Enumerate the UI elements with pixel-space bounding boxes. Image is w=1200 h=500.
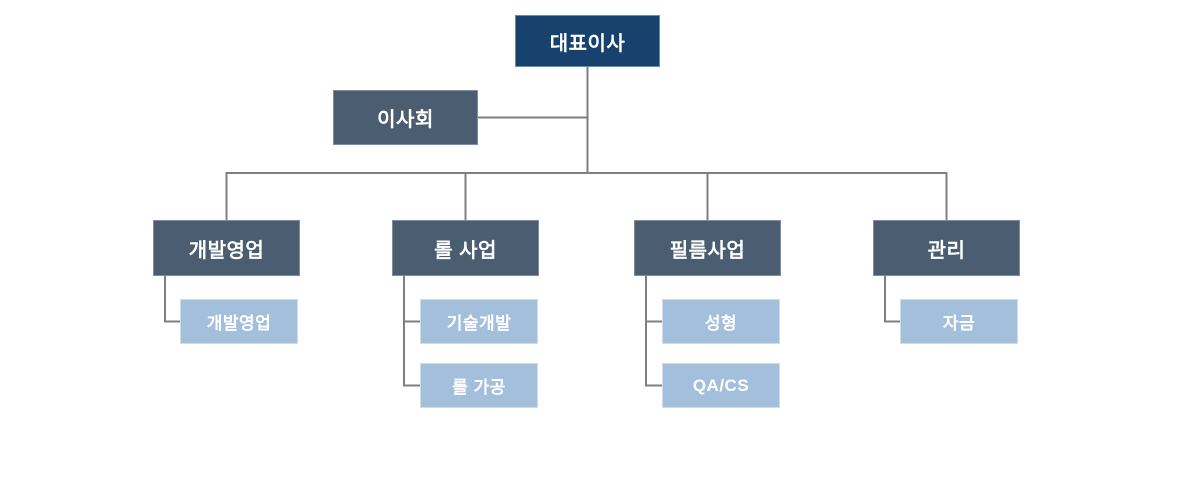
node-label: 자금 [942, 314, 976, 333]
node-label: 성형 [704, 314, 738, 333]
elbow-line-admin [884, 276, 900, 323]
node-label: 필름사업 [669, 239, 746, 262]
org-node-dept-dev-sales: 개발영업 [153, 220, 300, 276]
org-node-board: 이사회 [333, 90, 478, 145]
org-node-dept-film-business: 필름사업 [634, 220, 781, 276]
org-node-dept-roll-business: 롤 사업 [392, 220, 539, 276]
org-node-team-qa-cs: QA/CS [662, 363, 780, 408]
org-node-team-roll-processing: 롤 가공 [420, 363, 538, 408]
node-label: 이사회 [377, 109, 434, 131]
node-label: 기술개발 [446, 314, 512, 333]
node-label: 대표이사 [549, 32, 626, 55]
node-label: 롤 가공 [452, 378, 506, 397]
node-label: QA/CS [692, 375, 750, 395]
org-node-team-tech-dev: 기술개발 [420, 299, 538, 344]
node-label: 개발영업 [206, 314, 272, 333]
org-node-team-molding: 성형 [662, 299, 780, 344]
node-label: 롤 사업 [434, 239, 497, 262]
org-node-dept-admin: 관리 [873, 220, 1020, 276]
elbow-line-roll-business [403, 276, 420, 387]
org-node-ceo: 대표이사 [515, 15, 660, 67]
org-node-team-finance: 자금 [900, 299, 1018, 344]
node-label: 관리 [927, 239, 966, 262]
org-node-team-dev-sales: 개발영업 [180, 299, 298, 344]
elbow-line-film-business [645, 276, 662, 387]
elbow-line-dev-sales [164, 276, 180, 323]
node-label: 개발영업 [188, 239, 265, 262]
